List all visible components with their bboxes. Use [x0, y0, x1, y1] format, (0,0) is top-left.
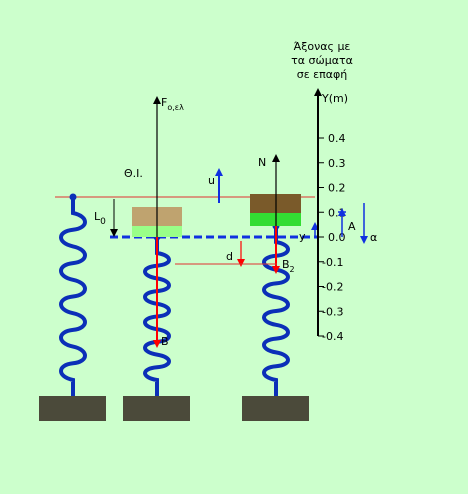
equilibrium-label: Θ.Ι.: [124, 167, 143, 180]
axis-tick-label: 0.4: [328, 132, 346, 145]
base-right: [242, 396, 309, 421]
l0-label: L0: [94, 210, 106, 227]
axis-tick-label: -0.3: [322, 305, 343, 318]
force-f0-label: Fo,ελ: [161, 96, 184, 112]
axis-tick-label: -0.2: [322, 281, 343, 294]
axis-ticks: 0.40.30.20.10.0-0.1-0.2-0.3-0.4: [318, 132, 346, 343]
axis-caption-line-3: σε επαφή: [297, 68, 347, 81]
y-axis-label: Y(m): [321, 92, 348, 105]
axis-tick-label: -0.4: [322, 330, 343, 343]
base-left: [39, 396, 106, 421]
amplitude-label: A: [348, 220, 356, 233]
spring-top-dot-left: [69, 193, 77, 201]
axis-tick-label: 0.0: [328, 231, 346, 244]
base-middle: [123, 396, 190, 421]
axis-caption-line-2: τα σώματα: [291, 54, 353, 67]
weight-label-b2: B2: [282, 258, 295, 274]
axis-tick-label: 0.2: [328, 182, 346, 195]
axis-tick-label: -0.1: [322, 256, 343, 269]
velocity-label: u: [208, 174, 215, 187]
y-label: y: [299, 230, 306, 243]
weight-label-b: B: [161, 335, 169, 348]
acceleration-label: α: [370, 231, 377, 244]
axis-caption-line-1: Άξονας με: [294, 40, 351, 53]
d-label: d: [226, 250, 233, 263]
axis-tick-label: 0.3: [328, 157, 346, 170]
spring-left: [59, 197, 87, 396]
normal-force-label: N: [258, 156, 266, 169]
